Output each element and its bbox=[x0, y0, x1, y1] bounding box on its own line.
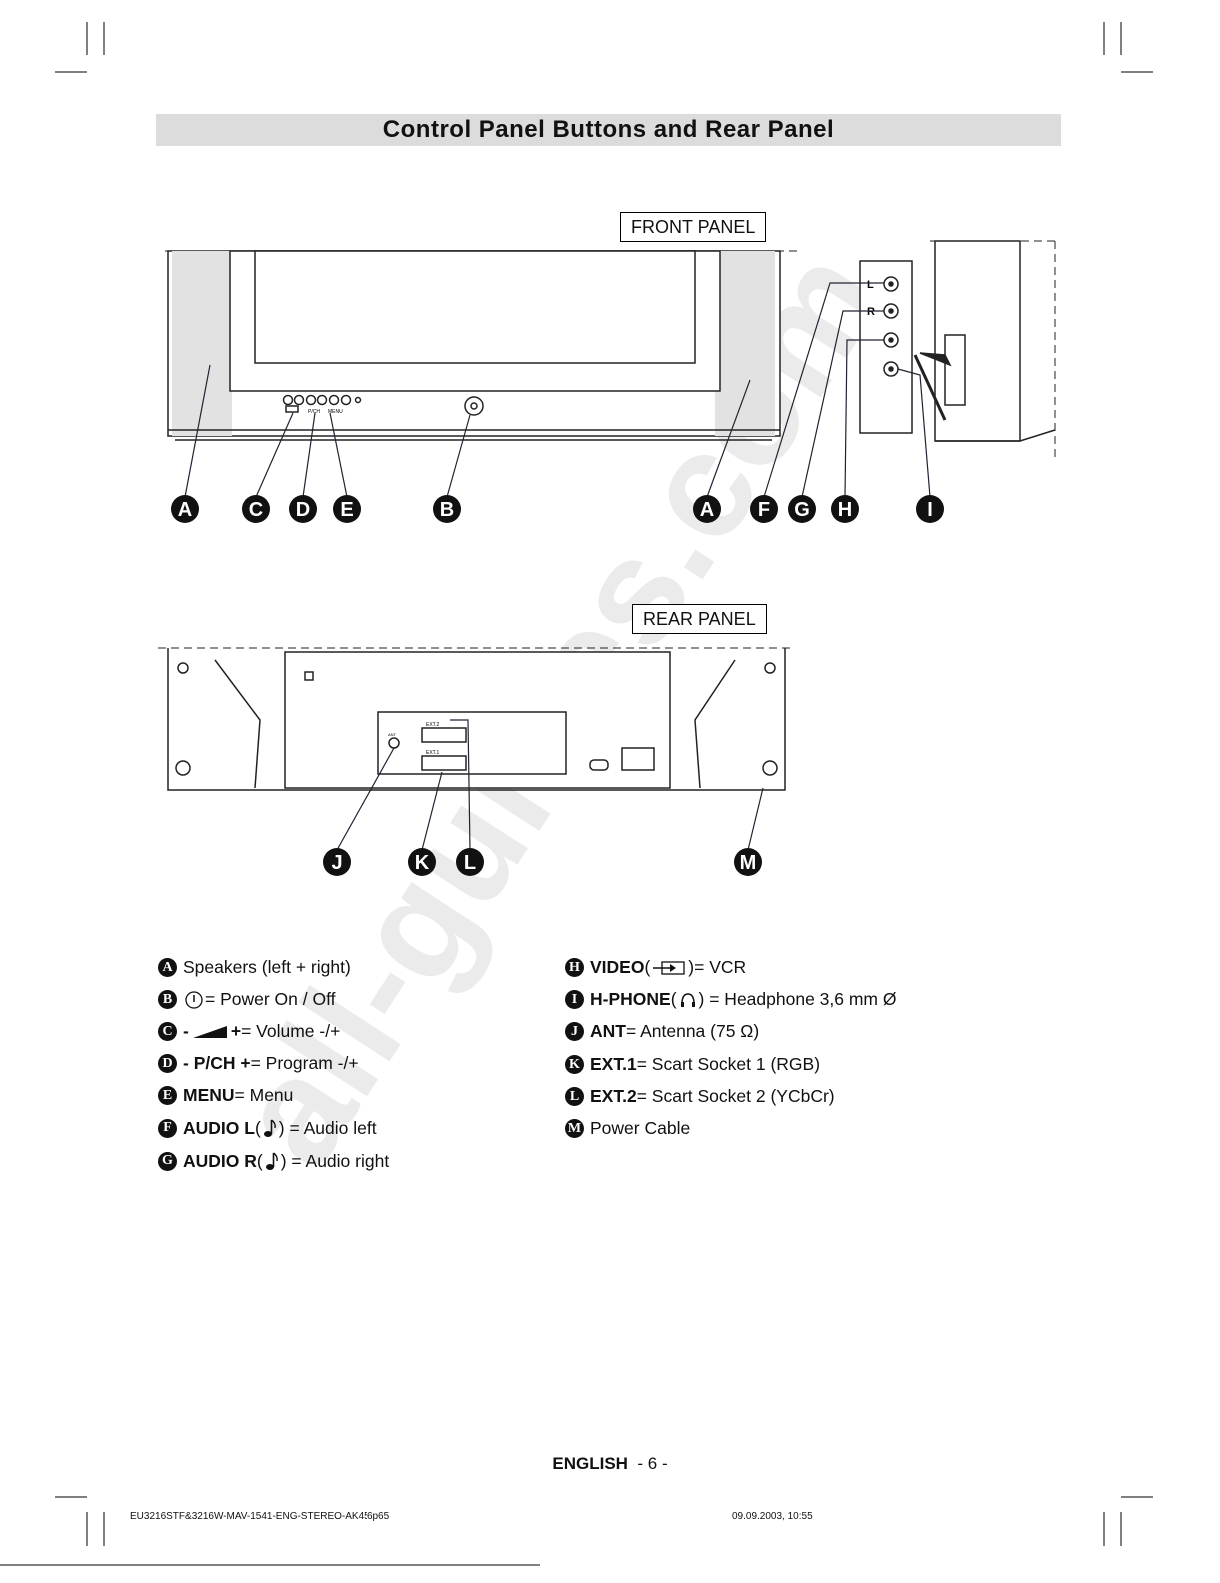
callout-g: G bbox=[794, 499, 810, 521]
legend-text: ) = Headphone 3,6 mm Ø bbox=[698, 989, 897, 1009]
headphone-icon bbox=[680, 992, 695, 1007]
legend-text: = Power On / Off bbox=[205, 989, 336, 1009]
legend-item-g: G AUDIO R ( ) = Audio right bbox=[158, 1150, 389, 1172]
legend-bold: EXT.2 bbox=[590, 1086, 637, 1106]
legend-badge: A bbox=[158, 958, 177, 977]
legend-text: Power Cable bbox=[590, 1118, 691, 1138]
legend-badge: D bbox=[158, 1054, 177, 1073]
jack-label-r: R bbox=[867, 306, 875, 318]
button-label-pch: P/CH bbox=[308, 409, 320, 415]
legend-item-c: C - + = Volume -/+ bbox=[158, 1021, 340, 1042]
legend-bold: H-PHONE bbox=[590, 989, 671, 1009]
page-title: Control Panel Buttons and Rear Panel bbox=[382, 116, 835, 143]
legend-bold: EXT.1 bbox=[590, 1054, 637, 1074]
socket-label-ext1: EXT.1 bbox=[426, 750, 440, 756]
legend-bold: - P/CH + bbox=[183, 1053, 251, 1073]
footer-page: - 6 - bbox=[627, 1454, 668, 1473]
legend-pre: ( bbox=[256, 1150, 263, 1171]
callout-h: H bbox=[838, 499, 852, 521]
legend-badge: G bbox=[158, 1151, 177, 1171]
callout-b: B bbox=[440, 499, 454, 521]
front-panel-label: FRONT PANEL bbox=[620, 212, 767, 242]
power-icon bbox=[185, 990, 203, 1009]
callout-k: K bbox=[415, 852, 430, 874]
callout-a-left: A bbox=[178, 499, 192, 521]
legend-item-k: K EXT.1 = Scart Socket 1 (RGB) bbox=[565, 1054, 820, 1075]
socket-label-ext2: EXT.2 bbox=[426, 722, 440, 728]
legend-text: = Scart Socket 1 (RGB) bbox=[636, 1054, 821, 1074]
legend-text: = Program -/+ bbox=[250, 1053, 359, 1073]
legend-bold: AUDIO L bbox=[183, 1117, 255, 1138]
legend-item-h: H VIDEO ( )= VCR bbox=[565, 957, 746, 978]
legend-text: = Volume -/+ bbox=[241, 1021, 341, 1041]
legend-badge: B bbox=[158, 990, 177, 1009]
legend-text: = Antenna (75 Ω) bbox=[625, 1021, 760, 1041]
button-label-menu: MENU bbox=[328, 409, 343, 415]
legend-pre: ( bbox=[254, 1117, 261, 1138]
jack-label-l: L bbox=[867, 279, 874, 291]
legend-text: )= VCR bbox=[688, 957, 747, 977]
callout-e: E bbox=[340, 499, 353, 521]
callout-d: D bbox=[296, 499, 310, 521]
callout-f: F bbox=[758, 499, 770, 521]
footer-date: 09.09.2003, 10:55 bbox=[732, 1511, 813, 1522]
legend-bold: AUDIO R bbox=[183, 1150, 257, 1171]
legend-item-m: M Power Cable bbox=[565, 1118, 690, 1139]
callout-i: I bbox=[927, 499, 933, 521]
page-footer: ENGLISH - 6 - bbox=[0, 1454, 1220, 1474]
socket-label-ant: ANT bbox=[388, 732, 397, 737]
legend-badge: E bbox=[158, 1086, 177, 1105]
callout-a-right: A bbox=[700, 499, 714, 521]
legend-item-i: I H-PHONE ( ) = Headphone 3,6 mm Ø bbox=[565, 989, 896, 1010]
legend-item-a: A Speakers (left + right) bbox=[158, 957, 351, 978]
legend-badge: F bbox=[158, 1118, 177, 1138]
legend-item-f: F AUDIO L ( ) = Audio left bbox=[158, 1117, 377, 1139]
legend-item-e: E MENU = Menu bbox=[158, 1085, 293, 1106]
legend-pre: ( bbox=[670, 989, 677, 1009]
footer-language: ENGLISH bbox=[552, 1454, 628, 1473]
volume-wedge-icon bbox=[192, 1025, 227, 1038]
title-bar: Control Panel Buttons and Rear Panel bbox=[156, 114, 1061, 146]
legend-badge: J bbox=[565, 1022, 584, 1041]
legend-pre: ( bbox=[644, 957, 651, 977]
legend-bold2: + bbox=[230, 1021, 242, 1041]
rear-panel-diagram: EXT.2 EXT.1 ANT J K L M bbox=[158, 647, 795, 876]
legend-bold: VIDEO bbox=[590, 957, 645, 977]
legend-bold: - bbox=[183, 1021, 189, 1041]
legend-badge: H bbox=[565, 958, 584, 977]
callout-l: L bbox=[464, 852, 476, 874]
front-panel-diagram: L R P/CH MENU A C D E B A F G H I bbox=[165, 240, 1056, 523]
video-input-icon bbox=[653, 960, 685, 975]
rear-panel-label: REAR PANEL bbox=[632, 604, 767, 634]
legend-badge: I bbox=[565, 990, 584, 1009]
callout-c: C bbox=[249, 499, 263, 521]
callout-j: J bbox=[331, 852, 342, 874]
legend-text: Speakers (left + right) bbox=[183, 957, 351, 977]
legend-bold: ANT bbox=[590, 1021, 626, 1041]
music-note-icon bbox=[263, 1119, 276, 1137]
legend-bold: MENU bbox=[183, 1085, 235, 1105]
legend-item-b: B = Power On / Off bbox=[158, 989, 336, 1010]
music-note-icon bbox=[265, 1152, 278, 1170]
legend-badge: L bbox=[565, 1087, 584, 1106]
legend-badge: C bbox=[158, 1022, 177, 1041]
legend-text: = Menu bbox=[234, 1085, 294, 1105]
legend-text: = Scart Socket 2 (YCbCr) bbox=[636, 1086, 835, 1106]
legend-item-l: L EXT.2 = Scart Socket 2 (YCbCr) bbox=[565, 1086, 835, 1107]
legend-item-j: J ANT = Antenna (75 Ω) bbox=[565, 1021, 759, 1042]
legend-text: ) = Audio right bbox=[280, 1150, 390, 1171]
footer-filename: EU3216STF&3216W-MAV-1541-ENG-STEREO-AK45… bbox=[130, 1511, 390, 1522]
callout-m: M bbox=[740, 852, 757, 874]
footer-page-number: 6 bbox=[367, 1511, 373, 1522]
legend-badge: K bbox=[565, 1055, 584, 1074]
legend-item-d: D - P/CH + = Program -/+ bbox=[158, 1053, 359, 1074]
legend-badge: M bbox=[565, 1119, 584, 1138]
legend-text: ) = Audio left bbox=[278, 1117, 377, 1138]
